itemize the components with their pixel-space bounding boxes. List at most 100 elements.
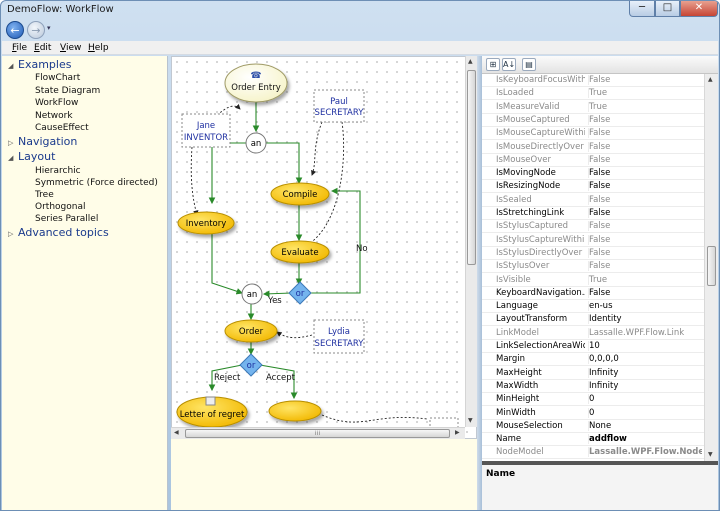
property-value[interactable]: Infinity — [588, 367, 702, 378]
minimize-button[interactable]: ─ — [629, 1, 655, 17]
property-value[interactable]: addflow — [588, 434, 702, 445]
tree-item-flowchart[interactable]: FlowChart — [35, 73, 81, 83]
property-value[interactable]: 0 — [588, 394, 702, 405]
history-dropdown-icon[interactable]: ▾ — [47, 24, 51, 32]
property-value[interactable]: False — [588, 208, 702, 218]
tree-item-workflow[interactable]: WorkFlow — [35, 98, 79, 108]
alphabetical-sort-icon[interactable]: A↓ — [502, 58, 516, 71]
property-value[interactable]: False — [588, 128, 702, 139]
expanded-triangle-icon[interactable]: ◢ — [8, 154, 14, 162]
actor-jane[interactable]: Jane INVENTOR — [181, 113, 231, 148]
node-and-2[interactable]: an — [241, 283, 263, 305]
horizontal-scroll-thumb[interactable]: ⁞⁞⁞ — [185, 429, 450, 438]
property-scroll-thumb[interactable] — [707, 246, 716, 286]
tree-item-orthogonal[interactable]: Orthogonal — [35, 202, 86, 212]
property-value[interactable]: 10 — [588, 341, 702, 351]
property-value[interactable]: False — [588, 141, 702, 152]
diagram-horizontal-scrollbar[interactable]: ◀ ⁞⁞⁞ ▶ — [171, 427, 465, 439]
node-or-1[interactable]: or — [288, 281, 312, 305]
menu-view[interactable]: View — [60, 43, 82, 53]
back-arrow-icon[interactable]: ← — [6, 21, 24, 39]
maximize-button[interactable]: □ — [655, 1, 680, 17]
property-value[interactable]: Lassalle.WPF.Flow.Node — [588, 447, 702, 458]
tree-category-navigation[interactable]: ▷Navigation — [8, 135, 78, 148]
tree-item-hierarchic[interactable]: Hierarchic — [35, 166, 81, 176]
node-and-1[interactable]: an — [245, 132, 267, 154]
property-value[interactable]: False — [588, 75, 702, 85]
property-value[interactable]: True — [588, 101, 702, 112]
scroll-down-icon[interactable]: ▼ — [468, 417, 473, 424]
tree-item-symmetric[interactable]: Symmetric (Force directed) — [35, 178, 158, 188]
property-value[interactable]: False — [588, 168, 702, 179]
menu-edit[interactable]: Edit — [34, 43, 52, 53]
node-letter-of-regret[interactable]: Letter of regret — [176, 396, 248, 428]
diagram-vertical-scrollbar[interactable]: ▲ ▼ — [465, 56, 477, 427]
tree-category-examples[interactable]: ◢Examples — [8, 58, 72, 71]
property-value[interactable]: Lassalle.WPF.Flow.Link — [588, 327, 702, 338]
node-accept-target[interactable] — [268, 400, 322, 422]
tree-item-series-parallel[interactable]: Series Parallel — [35, 214, 99, 224]
property-value[interactable]: Infinity — [588, 380, 702, 391]
scroll-up-icon[interactable]: ▲ — [468, 58, 473, 65]
actor-paul[interactable]: Paul SECRETARY — [313, 89, 365, 123]
property-value[interactable]: 0 — [588, 407, 702, 418]
forward-arrow-icon[interactable]: → — [27, 21, 45, 39]
tree-item-causeeffect[interactable]: CauseEffect — [35, 123, 89, 133]
node-order[interactable]: Order — [224, 319, 278, 343]
description-splitter[interactable] — [482, 461, 718, 465]
workflow-diagram-canvas[interactable]: ☎ Order Entry Jane INVENTOR Paul SECRETA… — [171, 56, 477, 439]
property-value[interactable]: True — [588, 274, 702, 285]
actor-lydia[interactable]: Lydia SECRETARY — [313, 319, 365, 354]
node-order-entry[interactable]: ☎ Order Entry — [224, 63, 288, 103]
property-value[interactable]: False — [588, 287, 702, 298]
node-evaluate[interactable]: Evaluate — [270, 240, 330, 264]
categorized-icon[interactable]: ⊞ — [486, 58, 500, 71]
property-value[interactable]: False — [588, 194, 702, 205]
tree-item-network[interactable]: Network — [35, 111, 73, 121]
node-inventory[interactable]: Inventory — [177, 211, 235, 235]
collapsed-triangle-icon[interactable]: ▷ — [8, 230, 14, 238]
property-value[interactable]: None — [588, 420, 702, 431]
close-button[interactable]: ✕ — [680, 1, 718, 17]
expanded-triangle-icon[interactable]: ◢ — [8, 62, 14, 70]
property-value[interactable]: False — [588, 114, 702, 125]
property-value[interactable]: 0,0,0,0 — [588, 354, 702, 365]
tree-category-advanced-topics[interactable]: ▷Advanced topics — [8, 226, 109, 239]
property-value[interactable]: en-us — [588, 301, 702, 312]
node-compile[interactable]: Compile — [270, 182, 330, 206]
property-value[interactable]: False — [588, 247, 702, 258]
property-value[interactable]: Identity — [588, 314, 702, 325]
menu-file[interactable]: File — [12, 43, 28, 53]
tree-category-layout[interactable]: ◢Layout — [8, 150, 56, 163]
property-value[interactable]: False — [588, 234, 702, 245]
scroll-up-icon[interactable]: ▲ — [708, 76, 713, 83]
scroll-left-icon[interactable]: ◀ — [174, 429, 179, 436]
property-value[interactable]: False — [588, 261, 702, 272]
property-value[interactable]: False — [588, 181, 702, 192]
collapsed-triangle-icon[interactable]: ▷ — [8, 139, 14, 147]
